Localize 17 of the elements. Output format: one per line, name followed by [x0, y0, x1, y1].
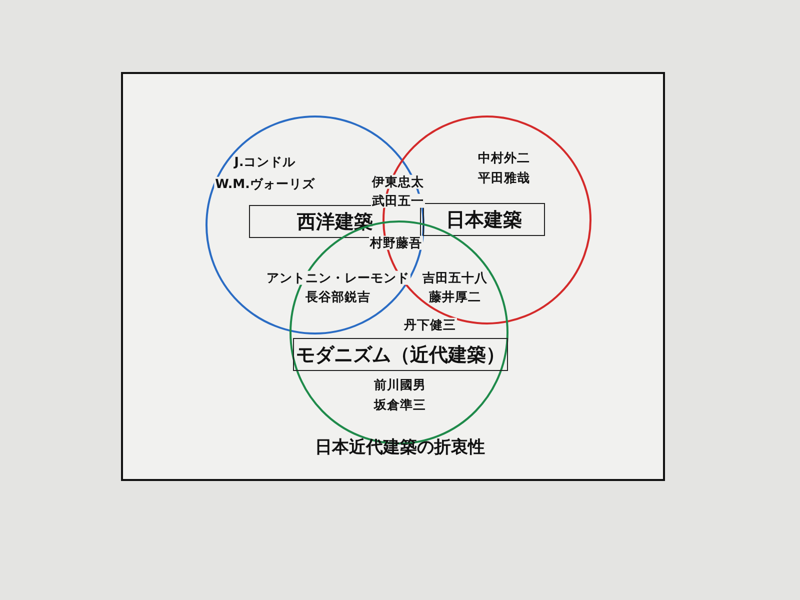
architect-name: 丹下健三 — [403, 318, 457, 332]
architect-name: 坂倉準三 — [373, 398, 427, 412]
category-label: 日本建築 — [423, 203, 545, 236]
architect-name: J.コンドル — [233, 154, 297, 170]
caption: 日本近代建築の折衷性 — [315, 436, 485, 458]
architect-name: 武田五一 — [371, 194, 425, 208]
architect-name: 吉田五十八 — [422, 270, 488, 286]
architect-name: 前川國男 — [373, 378, 427, 392]
architect-name: 平田雅哉 — [477, 170, 531, 186]
architect-name: アントニン・レーモンド — [266, 270, 410, 286]
architect-name: 中村外二 — [477, 150, 531, 166]
architect-name: 伊東忠太 — [371, 174, 425, 190]
architect-name: 長谷部鋭吉 — [304, 290, 372, 304]
category-label: モダニズム（近代建築） — [293, 338, 508, 371]
architect-name: 藤井厚二 — [428, 290, 482, 304]
architect-name: 村野藤吾 — [369, 236, 423, 250]
architect-name: W.M.ヴォーリズ — [214, 176, 316, 192]
